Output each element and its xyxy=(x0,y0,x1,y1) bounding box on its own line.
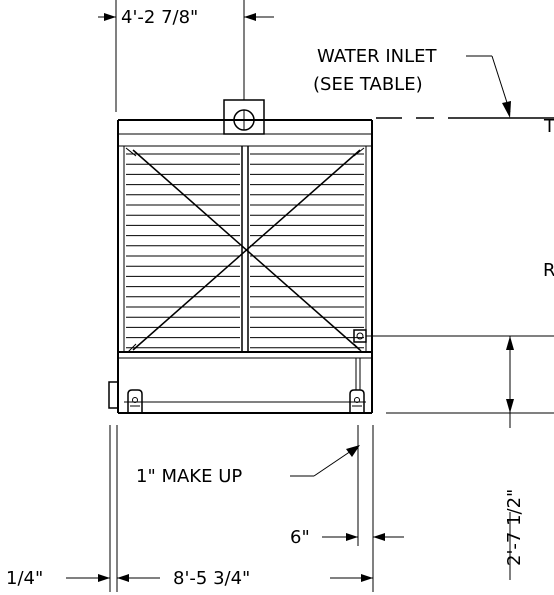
right-edge-partial-text-top: T xyxy=(543,116,554,137)
left-side-bracket xyxy=(108,381,119,409)
extension-lines-bottom xyxy=(109,425,374,592)
makeup-callout: 1" MAKE UP xyxy=(136,445,360,487)
access-fitting-left xyxy=(127,389,143,412)
right-edge-partial-text-mid: R xyxy=(543,260,554,281)
water-inlet-callout: WATER INLET (SEE TABLE) T xyxy=(313,46,554,137)
water-inlet-label-line2: (SEE TABLE) xyxy=(313,74,423,95)
cross-brace xyxy=(125,146,365,353)
side-connection: R xyxy=(353,260,554,343)
louver-slats xyxy=(126,153,364,349)
unit-casing xyxy=(117,119,373,414)
top-offset-dimension: 4'-2 7/8" xyxy=(98,0,274,112)
left-quarter-dim-label: 1/4" xyxy=(6,568,43,589)
six-inch-dim-label: 6" xyxy=(290,527,310,548)
vertical-dim-label: 2'-7 1/2" xyxy=(504,489,525,566)
six-inch-dimension: 6" xyxy=(290,527,404,548)
water-inlet-pipe-box xyxy=(223,99,265,135)
top-offset-dim-label: 4'-2 7/8" xyxy=(121,7,198,28)
overall-width-dim-label: 8'-5 3/4" xyxy=(173,568,250,589)
water-inlet-label-line1: WATER INLET xyxy=(317,46,438,67)
access-fitting-right xyxy=(349,358,365,412)
makeup-label: 1" MAKE UP xyxy=(136,466,242,487)
vertical-dimension: 2'-7 1/2" xyxy=(504,336,525,580)
bottom-width-dimension: 1/4" 8'-5 3/4" xyxy=(6,568,373,589)
